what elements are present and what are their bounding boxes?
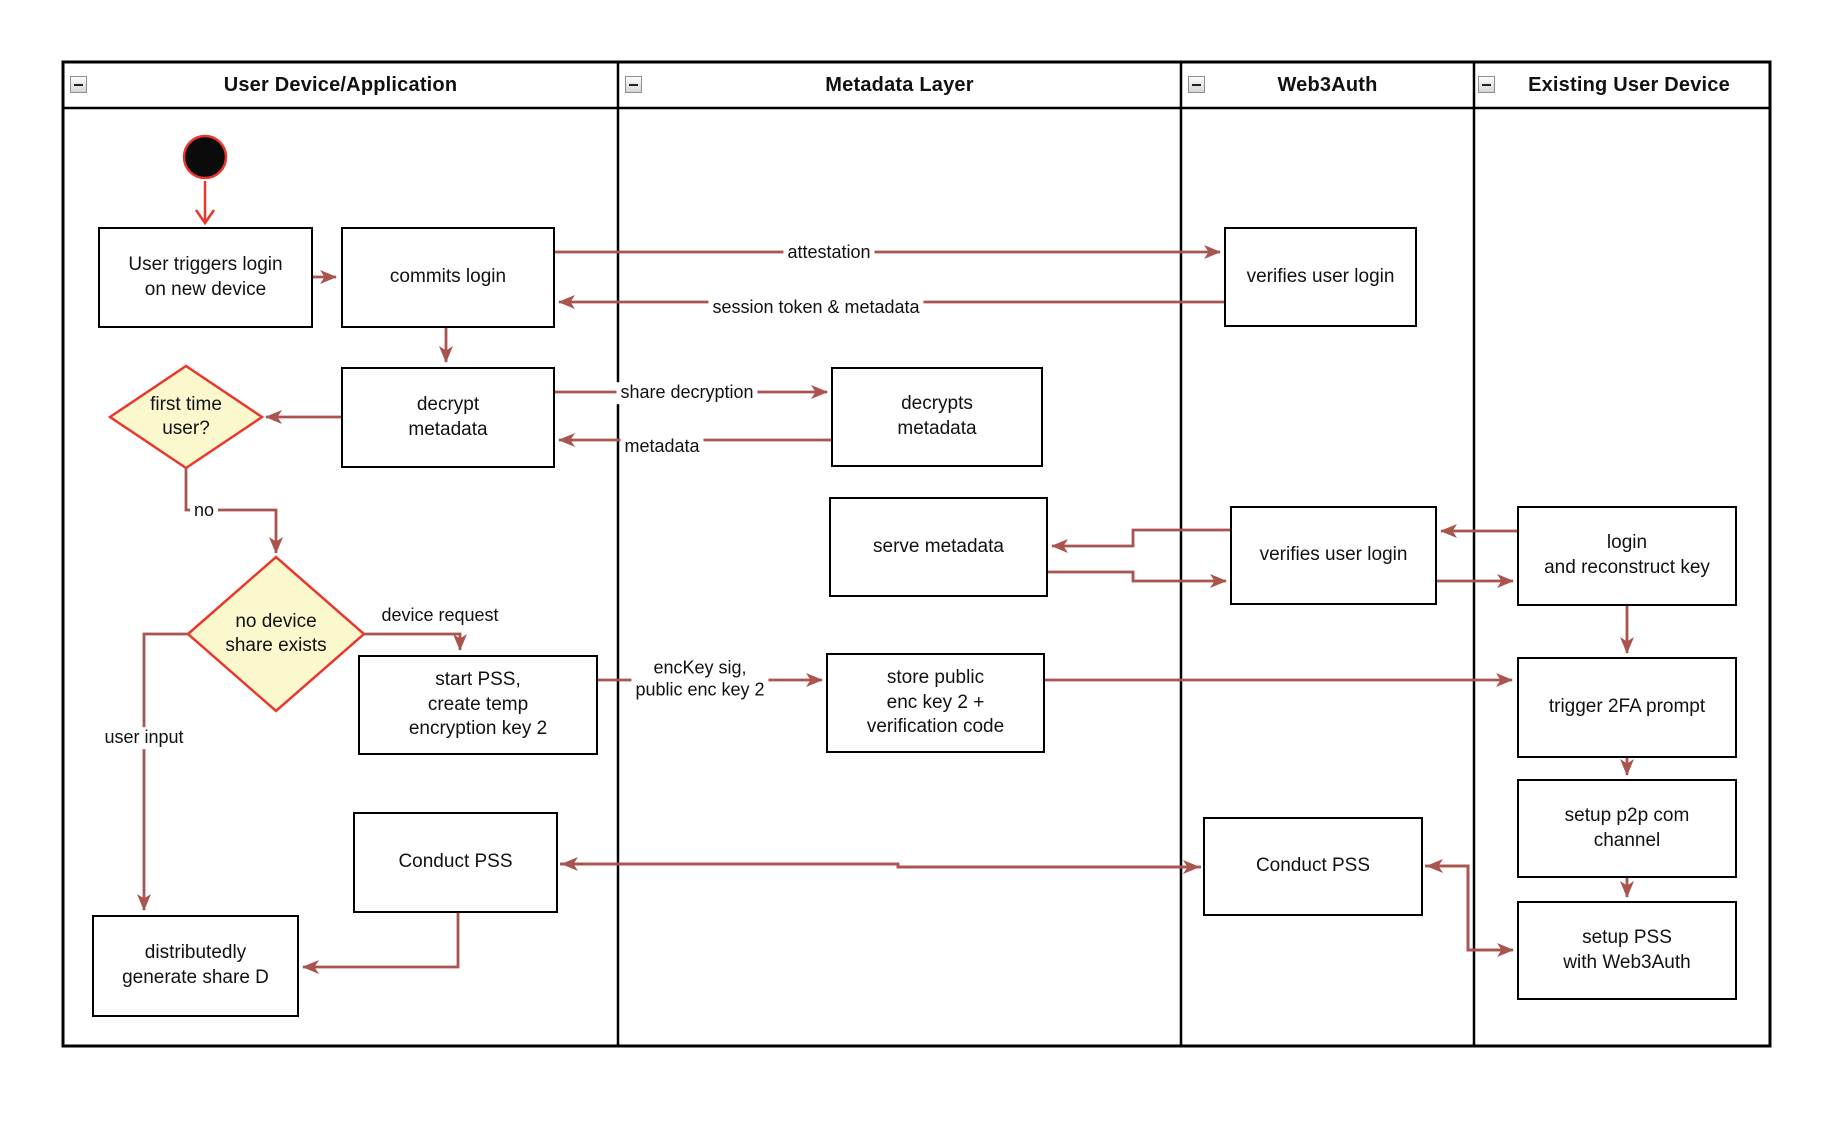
node-login-reconstruct-key: login and reconstruct key bbox=[1517, 506, 1737, 606]
node-decrypts-metadata: decrypts metadata bbox=[831, 367, 1043, 467]
edge-label-device-request: device request bbox=[377, 605, 503, 627]
minus-icon bbox=[629, 83, 638, 86]
pool-frame bbox=[61, 60, 1772, 1048]
decision-label-first-time: first time user? bbox=[150, 394, 222, 439]
edge-conduct-to-setuppss bbox=[1425, 864, 1514, 957]
edge-label-enckey: encKey sig, public enc key 2 bbox=[631, 657, 769, 701]
edge-label-user-input: user input bbox=[100, 727, 188, 749]
node-start-pss: start PSS, create temp encryption key 2 bbox=[358, 655, 598, 755]
edge-label-attestation: attestation bbox=[783, 242, 875, 264]
node-generate-share-d: distributedly generate share D bbox=[92, 915, 299, 1017]
edge-no-branch bbox=[184, 468, 283, 554]
edge-conductpss-right bbox=[560, 860, 1200, 874]
collapse-lane-icon[interactable] bbox=[70, 76, 87, 93]
node-store-public-key: store public enc key 2 + verification co… bbox=[826, 653, 1045, 753]
node-serve-metadata: serve metadata bbox=[829, 497, 1048, 597]
decision-label-no-device-share: no device share exists bbox=[225, 611, 327, 656]
edge-conduct-to-generate bbox=[302, 913, 460, 974]
lane-title: Web3Auth bbox=[1277, 73, 1378, 96]
node-trigger-2fa: trigger 2FA prompt bbox=[1517, 657, 1737, 758]
lane-header-web3auth: Web3Auth bbox=[1181, 62, 1474, 108]
node-user-triggers-login: User triggers login on new device bbox=[98, 227, 313, 328]
minus-icon bbox=[1482, 83, 1491, 86]
lane-header-existing-device: Existing User Device bbox=[1474, 62, 1770, 108]
node-verifies-user-login-1: verifies user login bbox=[1224, 227, 1417, 327]
lane-header-metadata-layer: Metadata Layer bbox=[618, 62, 1181, 108]
collapse-lane-icon[interactable] bbox=[1478, 76, 1495, 93]
lane-title: Metadata Layer bbox=[825, 73, 974, 96]
minus-icon bbox=[74, 83, 83, 86]
edge-verifies2-to-serve bbox=[1051, 528, 1230, 553]
edge-serve-to-verifies2 bbox=[1048, 570, 1227, 588]
lane-title: User Device/Application bbox=[223, 73, 458, 96]
edge-label-metadata: metadata bbox=[620, 436, 704, 458]
edge-label-share-decryption: share decryption bbox=[616, 382, 758, 404]
lane-title: Existing User Device bbox=[1528, 73, 1730, 96]
node-conduct-pss-w3a: Conduct PSS bbox=[1203, 817, 1423, 916]
edge-label-no: no bbox=[189, 500, 219, 522]
edge-label-session-token: session token & metadata bbox=[708, 297, 924, 319]
minus-icon bbox=[1192, 83, 1201, 86]
decision-first-time-user bbox=[107, 364, 265, 470]
node-setup-p2p: setup p2p com channel bbox=[1517, 779, 1737, 878]
collapse-lane-icon[interactable] bbox=[1188, 76, 1205, 93]
lane-header-user-device: User Device/Application bbox=[63, 62, 618, 108]
start-node bbox=[182, 134, 228, 180]
collapse-lane-icon[interactable] bbox=[625, 76, 642, 93]
edge-device-request bbox=[364, 632, 467, 651]
node-conduct-pss-user: Conduct PSS bbox=[353, 812, 558, 913]
node-commits-login: commits login bbox=[341, 227, 555, 328]
node-verifies-user-login-2: verifies user login bbox=[1230, 506, 1437, 605]
start-arrowhead-icon bbox=[194, 209, 216, 226]
edge-setuppss-to-conduct bbox=[1426, 859, 1512, 952]
node-decrypt-metadata: decrypt metadata bbox=[341, 367, 555, 468]
edge-user-input bbox=[137, 632, 188, 911]
node-setup-pss: setup PSS with Web3Auth bbox=[1517, 901, 1737, 1000]
